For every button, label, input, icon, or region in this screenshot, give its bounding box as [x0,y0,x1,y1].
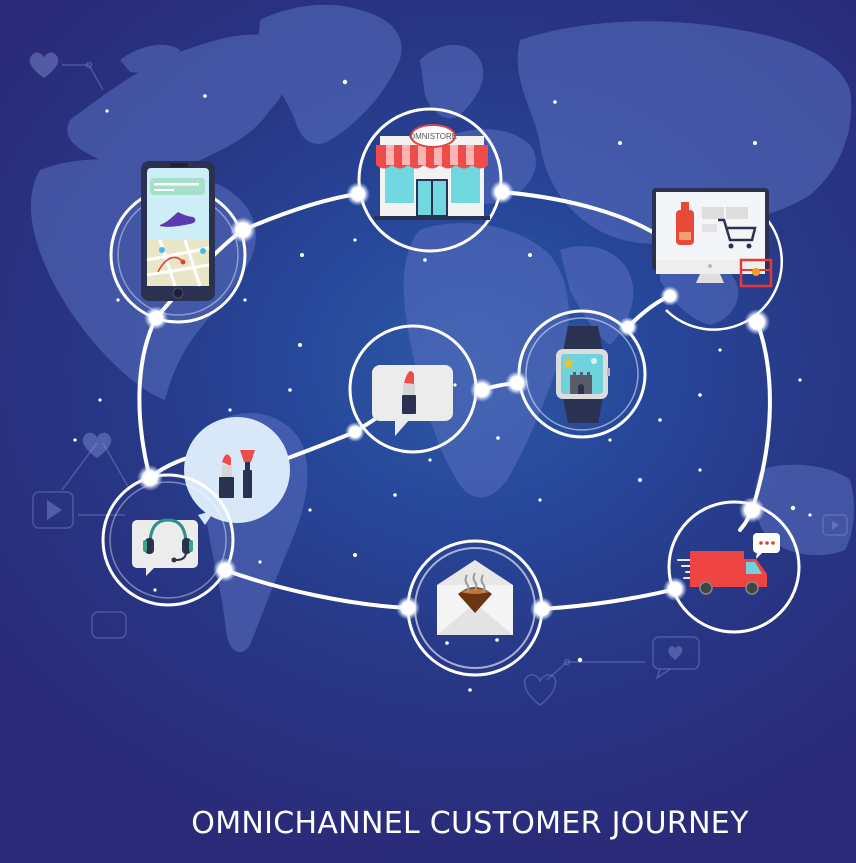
node-cosmetics[interactable] [184,417,290,525]
node-customer-support[interactable] [101,473,235,607]
heart-message-bg-icon [652,636,700,670]
camera-bg-icon [91,611,127,639]
node-delivery[interactable] [667,500,801,634]
heart-outline-bg-icon [524,674,557,706]
delivery-truck-icon [677,533,780,595]
video-bg-icon [822,514,848,536]
node-smartwatch[interactable] [517,309,647,439]
store-sign-text: OMNISTORE [409,132,457,141]
desktop-shopping-cart-icon [652,188,773,288]
smartwatch-icon [556,326,610,423]
node-mobile-app[interactable] [109,161,247,324]
path-junction-dots [137,180,770,621]
smartphone-icon [141,161,215,301]
node-e-commerce[interactable] [652,188,783,331]
coffee-envelope-icon [437,560,513,635]
node-physical-store[interactable]: OMNISTORE [357,107,503,253]
play-video-bg-icon [32,491,74,529]
lipstick-chat-bubble-icon [372,365,453,436]
storefront-icon [374,124,490,220]
heart-bg-icon [29,52,59,78]
node-email[interactable] [406,539,544,677]
node-social-chat[interactable] [348,324,478,454]
page-title: OMNICHANNEL CUSTOMER JOURNEY [191,806,749,841]
cosmetics-bubble-icon [219,450,255,498]
headset-chat-icon [132,518,198,576]
